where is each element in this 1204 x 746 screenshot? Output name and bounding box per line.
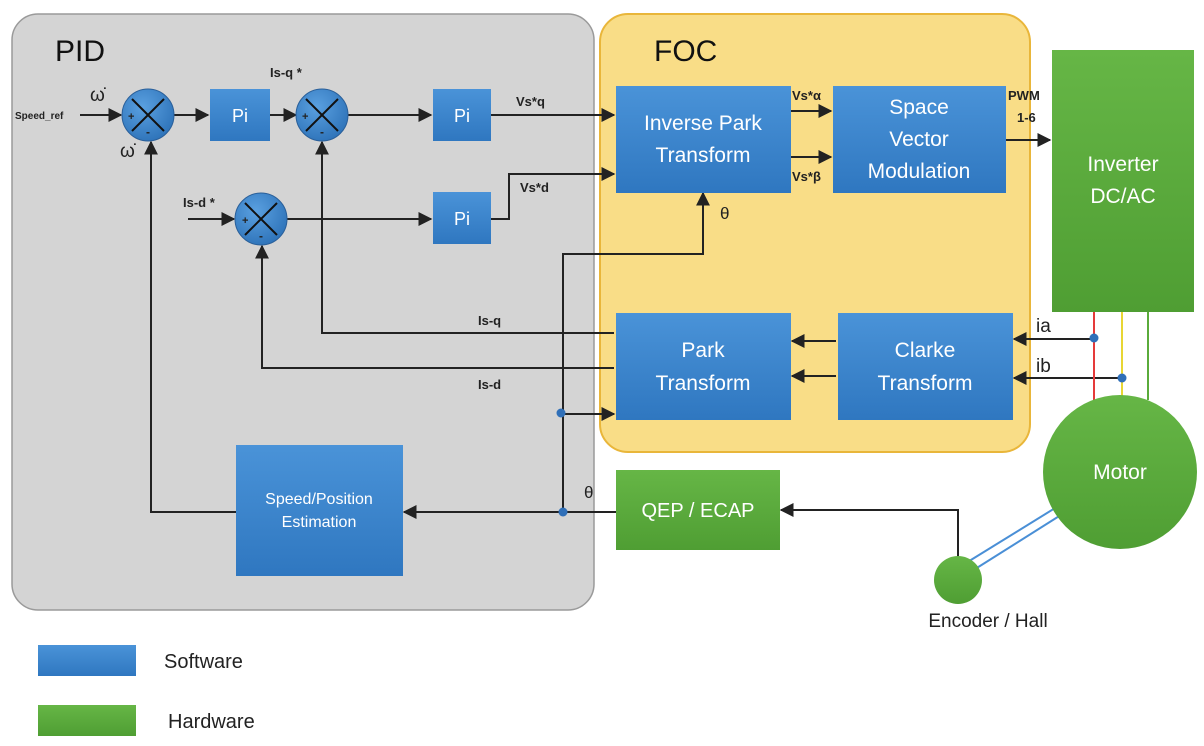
wire-encoder-qep [779, 503, 959, 560]
pwm-label: PWM [1008, 88, 1040, 103]
omega-ref-label: ω̇ [90, 85, 106, 106]
svg-text:-: - [146, 125, 150, 139]
inverse-park-block: Inverse Park Transform [616, 86, 791, 193]
legend-software-label: Software [164, 651, 243, 673]
svg-text:+: + [128, 111, 134, 123]
clarke-block: Clarke Transform [838, 313, 1013, 420]
pid-region [11, 13, 595, 611]
speed-ref-label: Speed_ref [15, 111, 64, 122]
pi-speed-block: Pi [210, 89, 270, 141]
vs-alpha-label: Vs*α [792, 88, 821, 103]
wire-isq-feedback [315, 140, 614, 334]
svg-text:+: + [242, 215, 248, 227]
pwm-range-label: 1-6 [1017, 110, 1036, 125]
svg-text:Pi: Pi [454, 209, 470, 229]
vs-beta-label: Vs*β [792, 169, 821, 184]
park-block: Park Transform [616, 313, 791, 420]
svg-text:Modulation: Modulation [868, 160, 971, 183]
junction-node-theta [558, 507, 568, 517]
motor-block: Motor [1043, 395, 1197, 549]
svg-text:DC/AC: DC/AC [1090, 185, 1155, 208]
pi-q-block: Pi [433, 89, 491, 141]
speed-estimation-block: Speed/Position Estimation [236, 445, 403, 576]
svg-text:Pi: Pi [454, 106, 470, 126]
qep-block: QEP / ECAP [616, 470, 780, 550]
svg-text:Inverter: Inverter [1087, 153, 1158, 176]
svg-text:Transform: Transform [656, 372, 751, 395]
svg-text:Transform: Transform [656, 144, 751, 167]
svg-text:Space: Space [889, 96, 949, 119]
svg-text:Estimation: Estimation [282, 514, 357, 531]
svg-text:Clarke: Clarke [895, 339, 956, 362]
svg-text:Inverse Park: Inverse Park [644, 112, 762, 135]
legend-hardware-swatch [38, 705, 136, 736]
summing-junction-speed: + - [121, 88, 175, 142]
svg-text:Motor: Motor [1093, 461, 1147, 484]
legend-software-swatch [38, 645, 136, 676]
junction-node-ia [1089, 333, 1099, 343]
svg-text:-: - [320, 125, 324, 139]
svg-text:Park: Park [681, 339, 725, 362]
inverter-block: Inverter DC/AC [1052, 50, 1194, 312]
encoder-block [934, 556, 982, 604]
svg-text:Speed/Position: Speed/Position [265, 491, 373, 508]
isq-label: Is-q [478, 313, 501, 328]
encoder-shaft-1 [965, 504, 1061, 564]
pid-title: PID [55, 35, 105, 68]
wire-vsd [491, 167, 616, 220]
vsq-label: Vs*q [516, 94, 545, 109]
summing-junction-q: + - [295, 88, 349, 142]
svg-text:Transform: Transform [878, 372, 973, 395]
wire-isd-feedback [255, 244, 614, 369]
isq-ref-label: Is-q * [270, 65, 303, 80]
summing-junction-d: + - [234, 192, 288, 246]
svg-text:QEP / ECAP: QEP / ECAP [641, 500, 754, 522]
wire-theta-inverse-park [562, 191, 710, 512]
encoder-shaft-2 [971, 512, 1065, 572]
junction-node-ib [1117, 373, 1127, 383]
ib-label: ib [1036, 356, 1051, 377]
pi-d-block: Pi [433, 192, 491, 244]
vsd-label: Vs*d [520, 180, 549, 195]
svg-text:Pi: Pi [232, 106, 248, 126]
svg-text:+: + [302, 111, 308, 123]
encoder-label: Encoder / Hall [928, 611, 1047, 632]
foc-title: FOC [654, 35, 717, 68]
svm-block: Space Vector Modulation [833, 86, 1006, 193]
theta-inverse-park-label: θ [720, 204, 729, 223]
omega-fb-label: ω̇ [120, 141, 136, 162]
isd-ref-label: Is-d * [183, 195, 216, 210]
svg-text:Vector: Vector [889, 128, 949, 151]
wire-speed-feedback [144, 140, 236, 513]
junction-node-park [556, 408, 566, 418]
theta-qep-label: θ [584, 483, 593, 502]
legend-hardware-label: Hardware [168, 711, 255, 733]
svg-text:-: - [259, 229, 263, 243]
ia-label: ia [1036, 316, 1051, 337]
isd-label: Is-d [478, 377, 501, 392]
